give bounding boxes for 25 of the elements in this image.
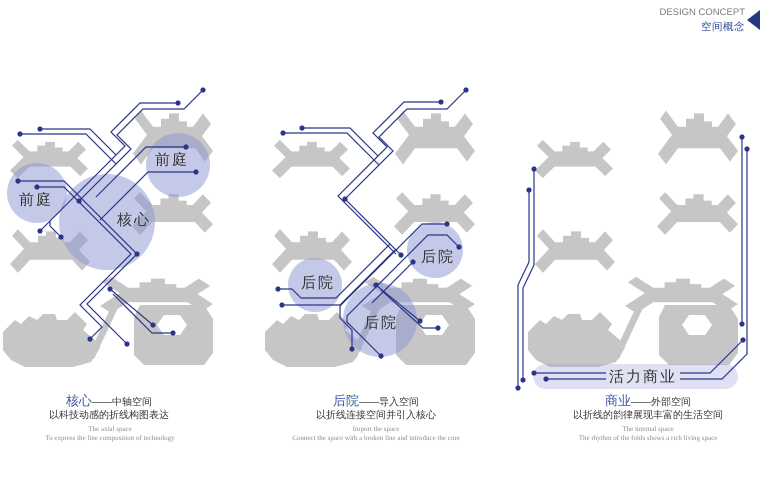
caption-subtitle: ——导入空间	[359, 397, 419, 408]
caption-keyword: 后院	[333, 394, 359, 409]
zone-circle	[146, 133, 210, 197]
caption-text: 以折线连接空间并引入核心	[316, 410, 436, 422]
zone-circle	[343, 283, 417, 357]
zone-label: 后院	[364, 316, 398, 330]
heading-subtitle: 空间概念	[701, 21, 745, 34]
zone-label: 后院	[421, 250, 455, 264]
caption-subtitle: ——中轴空间	[92, 397, 152, 408]
caption-subtitle: ——外部空间	[631, 397, 691, 408]
zone-label: 后院	[301, 276, 335, 290]
zone-label: 前庭	[19, 192, 53, 208]
caption-text: 以折线的韵律展现丰富的生活空间	[573, 410, 723, 422]
zone-label: 活力商业	[606, 370, 680, 384]
zone-circle	[288, 258, 342, 312]
zone-circle	[407, 222, 463, 278]
caption-text: 以科技动感的折线构图表达	[49, 410, 169, 422]
zone-circle	[7, 163, 67, 223]
zone-band	[533, 364, 738, 389]
zone-circle	[59, 174, 155, 270]
zone-label: 前庭	[155, 152, 189, 168]
heading-text: DESIGN CONCEPT	[659, 8, 745, 19]
zone-label: 核心	[117, 212, 151, 228]
caption-keyword: 商业	[605, 394, 631, 409]
caption-keyword: 核心	[66, 394, 92, 409]
